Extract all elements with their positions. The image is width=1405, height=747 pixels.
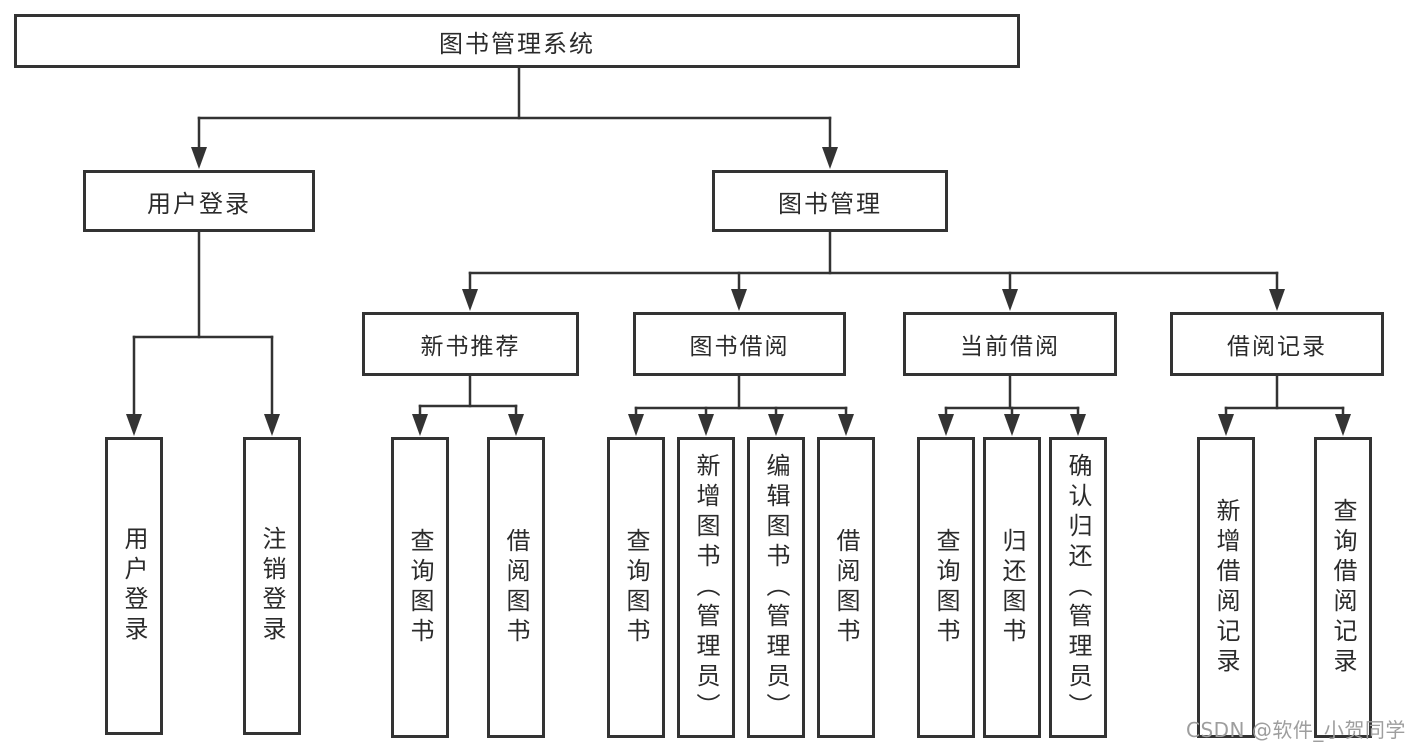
- connector-user-login-to-leaves: [126, 230, 280, 436]
- leaf-br-query-record-label: 查询借阅记录: [1329, 497, 1357, 678]
- node-root: 图书管理系统: [14, 14, 1020, 68]
- leaf-bb-edit-books: 编辑图书（管理员）: [747, 437, 805, 738]
- csdn-watermark: CSDN @软件_小贺同学: [1186, 718, 1405, 742]
- leaf-cb-return-books: 归还图书: [983, 437, 1041, 738]
- leaf-bb-add-books: 新增图书（管理员）: [677, 437, 735, 738]
- leaf-bb-borrow-books: 借阅图书: [817, 437, 875, 738]
- leaf-nb-query-books: 查询图书: [391, 437, 449, 738]
- leaf-cb-query-books: 查询图书: [917, 437, 975, 738]
- node-new-book-recommend-label: 新书推荐: [420, 334, 521, 360]
- node-book-mgmt-label: 图书管理: [778, 189, 882, 218]
- leaf-user-login: 用户登录: [105, 437, 163, 735]
- leaf-bb-query-books-label: 查询图书: [622, 527, 650, 648]
- leaf-logout-login: 注销登录: [243, 437, 301, 735]
- connector-root-to-level2: [191, 66, 838, 169]
- node-new-book-recommend: 新书推荐: [362, 312, 579, 376]
- leaf-bb-add-books-label: 新增图书（管理员）: [692, 452, 720, 723]
- node-user-login-label: 用户登录: [147, 189, 251, 218]
- leaf-nb-borrow-books-label: 借阅图书: [502, 527, 530, 648]
- node-book-mgmt: 图书管理: [712, 170, 948, 232]
- node-root-label: 图书管理系统: [439, 29, 595, 58]
- leaf-cb-query-books-label: 查询图书: [932, 527, 960, 648]
- leaf-bb-query-books: 查询图书: [607, 437, 665, 738]
- leaf-bb-borrow-books-label: 借阅图书: [832, 527, 860, 648]
- leaf-logout-login-label: 注销登录: [258, 526, 286, 646]
- leaf-br-add-record: 新增借阅记录: [1197, 437, 1255, 738]
- leaf-bb-edit-books-label: 编辑图书（管理员）: [762, 452, 790, 723]
- connector-current-borrow-to-leaves: [938, 374, 1086, 436]
- leaf-nb-borrow-books: 借阅图书: [487, 437, 545, 738]
- leaf-br-query-record: 查询借阅记录: [1314, 437, 1372, 738]
- connector-borrow-records-to-leaves: [1218, 374, 1351, 436]
- node-current-borrow: 当前借阅: [903, 312, 1117, 376]
- node-book-borrow-label: 图书借阅: [689, 334, 790, 360]
- leaf-cb-confirm-return-label: 确认归还（管理员）: [1064, 452, 1092, 723]
- leaf-cb-return-books-label: 归还图书: [998, 527, 1026, 648]
- connector-book-borrow-to-leaves: [628, 374, 854, 436]
- node-borrow-records: 借阅记录: [1170, 312, 1384, 376]
- leaf-nb-query-books-label: 查询图书: [406, 527, 434, 648]
- node-current-borrow-label: 当前借阅: [960, 334, 1060, 360]
- node-borrow-records-label: 借阅记录: [1227, 334, 1327, 360]
- connector-book-mgmt-to-level3: [462, 230, 1285, 311]
- leaf-br-add-record-label: 新增借阅记录: [1212, 497, 1240, 678]
- leaf-user-login-label: 用户登录: [120, 526, 148, 646]
- node-user-login: 用户登录: [83, 170, 315, 232]
- connector-new-book-rec-to-leaves: [412, 374, 524, 436]
- node-book-borrow: 图书借阅: [633, 312, 846, 376]
- leaf-cb-confirm-return: 确认归还（管理员）: [1049, 437, 1107, 738]
